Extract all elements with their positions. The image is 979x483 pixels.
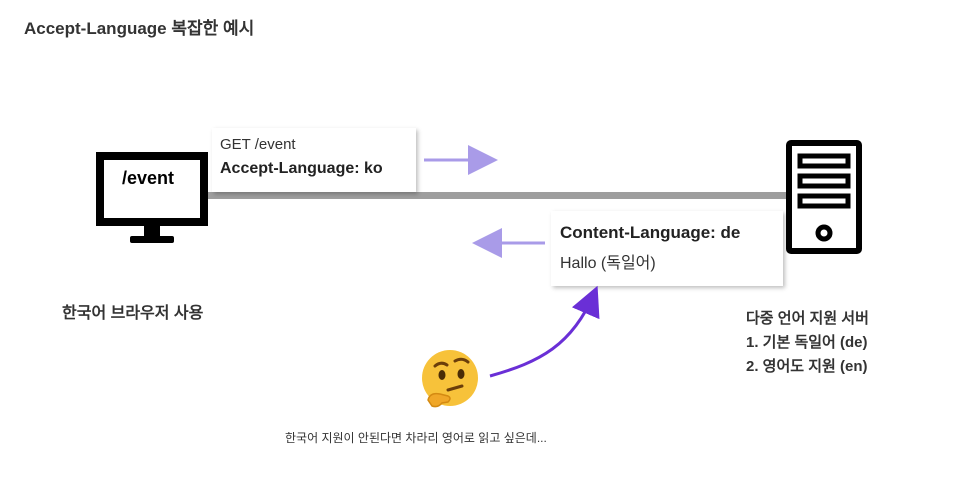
- response-body: Hallo (독일어): [560, 255, 656, 272]
- client-label: 한국어 브라우저 사용: [62, 305, 204, 322]
- request-box: GET /event Accept-Language: ko: [212, 128, 416, 192]
- server-feature-item: 2. 영어도 지원 (en): [746, 358, 868, 375]
- content-language-header: Content-Language: de: [560, 223, 741, 242]
- server-icon: [786, 140, 862, 254]
- connection-line: [208, 192, 788, 199]
- response-box: Content-Language: de Hallo (독일어): [551, 211, 783, 286]
- screen-url-text: /event: [122, 168, 175, 188]
- thought-arrow: [489, 285, 600, 378]
- server-title: 다중 언어 지원 서버: [746, 310, 869, 327]
- request-line: GET /event: [220, 136, 296, 153]
- accept-language-header: Accept-Language: ko: [220, 160, 383, 177]
- thought-caption: 한국어 지원이 안된다면 차라리 영어로 읽고 싶은데...: [285, 431, 547, 445]
- diagram-title: Accept-Language 복잡한 예시: [24, 19, 255, 38]
- thinking-face-icon: [418, 348, 482, 412]
- server-label: 다중 언어 지원 서버 1. 기본 독일어 (de) 2. 영어도 지원 (en…: [746, 307, 869, 379]
- server-feature-item: 1. 기본 독일어 (de): [746, 334, 868, 351]
- monitor-icon: /event: [96, 152, 208, 244]
